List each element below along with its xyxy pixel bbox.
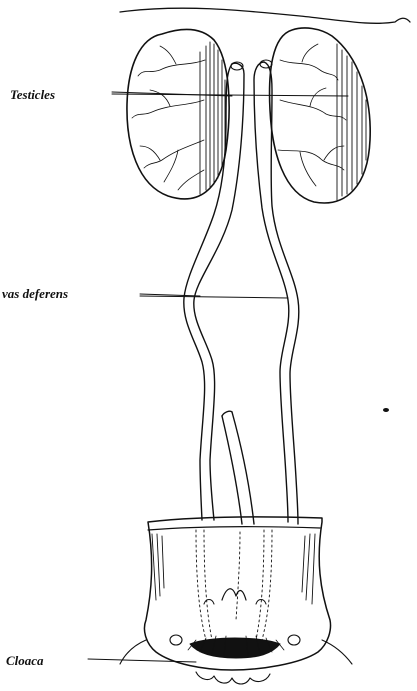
cloaca-shading — [152, 534, 315, 604]
stray-mark — [383, 408, 389, 412]
left-testicle — [127, 29, 229, 198]
label-vas-deferens: vas deferens — [2, 286, 68, 302]
leader-vas-right — [140, 296, 288, 298]
central-rod — [222, 411, 254, 524]
left-testicle-veins — [132, 46, 205, 190]
right-testicle-veins — [278, 44, 346, 186]
body-outline-top — [120, 8, 410, 23]
cloaca-opening — [190, 638, 280, 658]
cloaca-lip — [196, 672, 270, 684]
label-testicles: Testicles — [10, 87, 55, 103]
right-testicle — [270, 28, 371, 203]
label-cloaca: Cloaca — [6, 653, 44, 669]
leader-cloaca — [88, 659, 196, 662]
cloaca-block — [120, 517, 352, 684]
right-vas-deferens — [254, 60, 299, 524]
cloaca-dotted-lines — [196, 530, 272, 640]
